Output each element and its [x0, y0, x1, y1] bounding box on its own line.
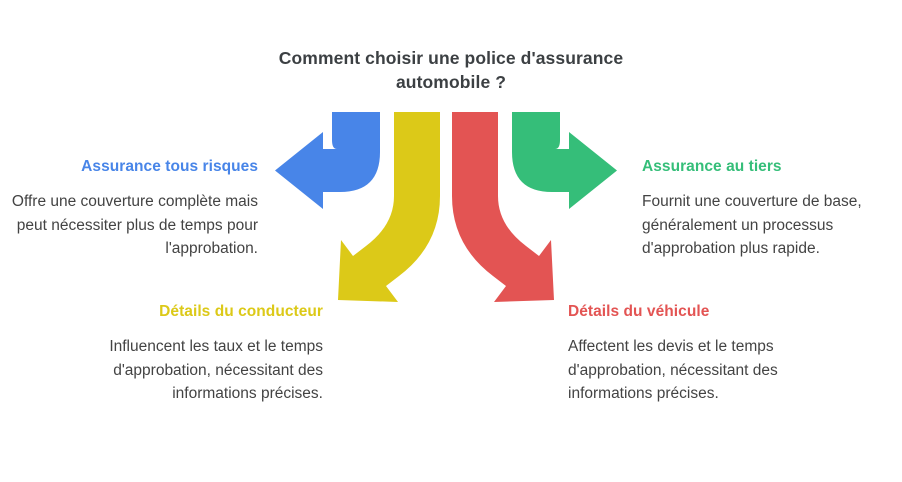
branch-body-driver-details: Influencent les taux et le temps d'appro…: [109, 338, 323, 403]
branch-heading-vehicle-details: Détails du véhicule: [568, 303, 710, 320]
branch-driver-details: Détails du conducteur Influencent les ta…: [75, 302, 323, 406]
branch-heading-full-coverage: Assurance tous risques: [81, 158, 258, 175]
branch-third-party: Assurance au tiers Fournit une couvertur…: [642, 157, 892, 261]
curved-arrow-right-icon: [512, 112, 617, 209]
curved-arrow-left-icon: [275, 112, 380, 209]
branch-vehicle-details: Détails du véhicule Affectent les devis …: [568, 302, 833, 406]
branch-body-full-coverage: Offre une couverture complète mais peut …: [11, 193, 258, 258]
branch-body-third-party: Fournit une couverture de base, générale…: [642, 193, 862, 258]
branch-body-vehicle-details: Affectent les devis et le temps d'approb…: [568, 338, 778, 403]
curved-arrow-down-right-icon: [452, 112, 554, 302]
branch-heading-third-party: Assurance au tiers: [642, 158, 782, 175]
curved-arrow-down-left-icon: [338, 112, 440, 302]
branch-full-coverage: Assurance tous risques Offre une couvert…: [10, 157, 258, 261]
branch-heading-driver-details: Détails du conducteur: [159, 303, 323, 320]
page-title: Comment choisir une police d'assurance a…: [278, 48, 624, 92]
